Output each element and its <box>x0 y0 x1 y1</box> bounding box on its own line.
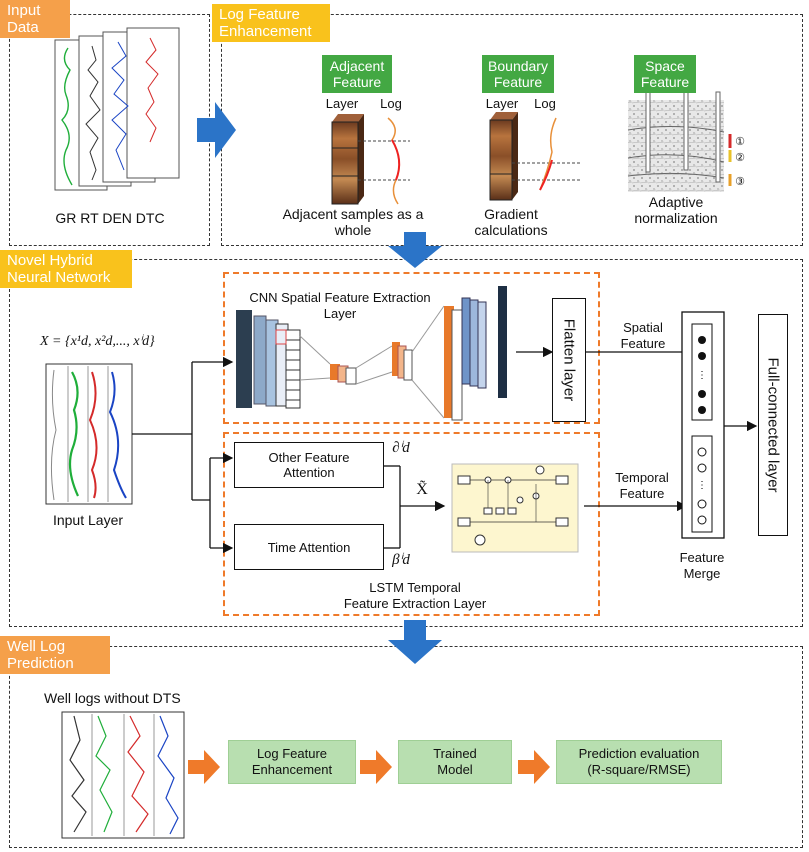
hybrid-nn-tag: Novel Hybrid Neural Network <box>0 250 132 288</box>
space-caption: Adaptive normalization <box>634 194 718 226</box>
arrow-input-to-enhancement <box>197 102 236 158</box>
full-connected-label: Full-connected layer <box>764 357 782 493</box>
flatten-layer: Flatten layer <box>552 298 586 422</box>
svg-text:⋮: ⋮ <box>697 480 707 491</box>
space-marker-3: ③ <box>735 176 745 188</box>
boundary-feature-graphic <box>489 112 580 201</box>
adjacent-log-label: Log <box>380 96 402 111</box>
spatial-feature-label: Spatial Feature <box>620 320 666 351</box>
input-layer-label: Input Layer <box>52 512 124 528</box>
space-feature-graphic <box>627 91 732 192</box>
adjacent-feature-tag: Adjacent Feature <box>322 55 392 93</box>
boundary-layer-label: Layer <box>485 96 519 111</box>
lstm-cell <box>451 463 579 553</box>
x-tilde-symbol: X̃ <box>416 481 428 498</box>
space-marker-1: ① <box>735 136 745 148</box>
adjacent-layer-label: Layer <box>325 96 359 111</box>
full-connected-layer: Full-connected layer <box>758 314 788 536</box>
prediction-arrows <box>188 750 550 784</box>
lstm-block <box>223 432 600 616</box>
alpha-symbol: ∂ⁱd <box>392 440 410 456</box>
cnn-block <box>223 272 600 424</box>
feature-merge-label: Feature Merge <box>679 550 725 581</box>
cnn-title: CNN Spatial Feature Extraction Layer <box>249 290 431 321</box>
feature-merge-graphic: ⋮ ⋮ <box>681 311 725 539</box>
adjacent-feature-graphic <box>331 114 410 205</box>
input-log-panels <box>54 27 180 191</box>
prediction-tag: Well Log Prediction <box>0 636 110 674</box>
input-layer-graphic <box>45 363 133 505</box>
temporal-feature-label: Temporal Feature <box>615 470 669 501</box>
input-curves-caption: GR RT DEN DTC <box>55 210 165 226</box>
time-attention-box: Time Attention <box>234 524 384 570</box>
boundary-caption: Gradient calculations <box>474 206 548 238</box>
lstm-title: LSTM Temporal Feature Extraction Layer <box>343 580 487 611</box>
flatten-layer-label: Flatten layer <box>560 318 578 402</box>
input-connectors <box>132 346 758 554</box>
step-trained-model: Trained Model <box>398 740 512 784</box>
step-log-feature-enhancement: Log Feature Enhancement <box>228 740 356 784</box>
svg-text:⋮: ⋮ <box>697 370 707 381</box>
prediction-caption: Well logs without DTS <box>44 690 181 706</box>
space-marker-2: ② <box>735 152 745 164</box>
arrow-enhancement-to-network <box>388 232 442 268</box>
arrow-network-to-prediction <box>388 620 442 664</box>
space-feature-tag: Space Feature <box>634 55 696 93</box>
log-enhancement-tag: Log Feature Enhancement <box>212 4 330 42</box>
input-data-tag: Input Data <box>0 0 70 38</box>
beta-symbol: βⁱd <box>392 552 410 568</box>
cnn-feature-maps <box>236 286 507 421</box>
boundary-feature-tag: Boundary Feature <box>482 55 554 93</box>
prediction-log-graphic <box>61 711 185 839</box>
boundary-log-label: Log <box>534 96 556 111</box>
input-formula: X = {x¹d, x²d,..., xⁱd} <box>40 334 155 349</box>
step-prediction-evaluation: Prediction evaluation (R-square/RMSE) <box>556 740 722 784</box>
other-feature-attention-box: Other Feature Attention <box>234 442 384 488</box>
adjacent-caption: Adjacent samples as a whole <box>282 206 424 238</box>
